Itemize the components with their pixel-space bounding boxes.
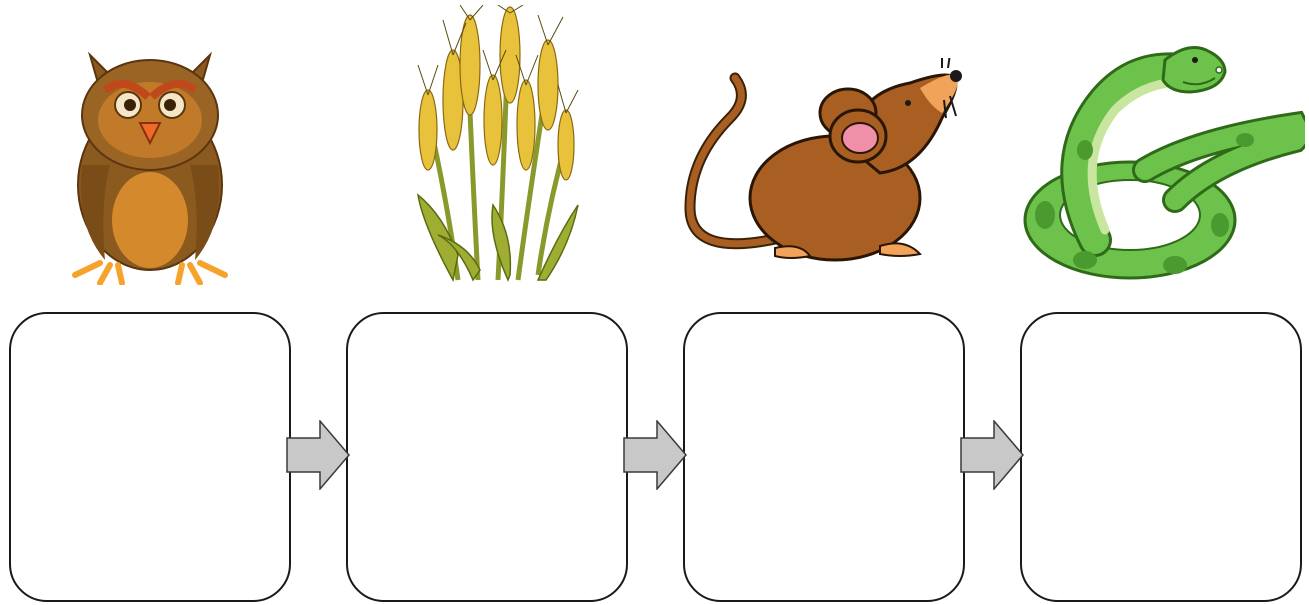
right-arrow-icon: [286, 420, 350, 490]
answer-box-2[interactable]: [346, 312, 628, 602]
right-arrow-icon: [960, 420, 1024, 490]
mouse-icon: [680, 58, 970, 268]
owl-icon: [60, 35, 240, 285]
answer-box-3[interactable]: [683, 312, 965, 602]
wheat-icon: [398, 5, 583, 285]
snake-icon: [1015, 40, 1305, 285]
answer-box-4[interactable]: [1020, 312, 1302, 602]
answer-box-1[interactable]: [9, 312, 291, 602]
right-arrow-icon: [623, 420, 687, 490]
